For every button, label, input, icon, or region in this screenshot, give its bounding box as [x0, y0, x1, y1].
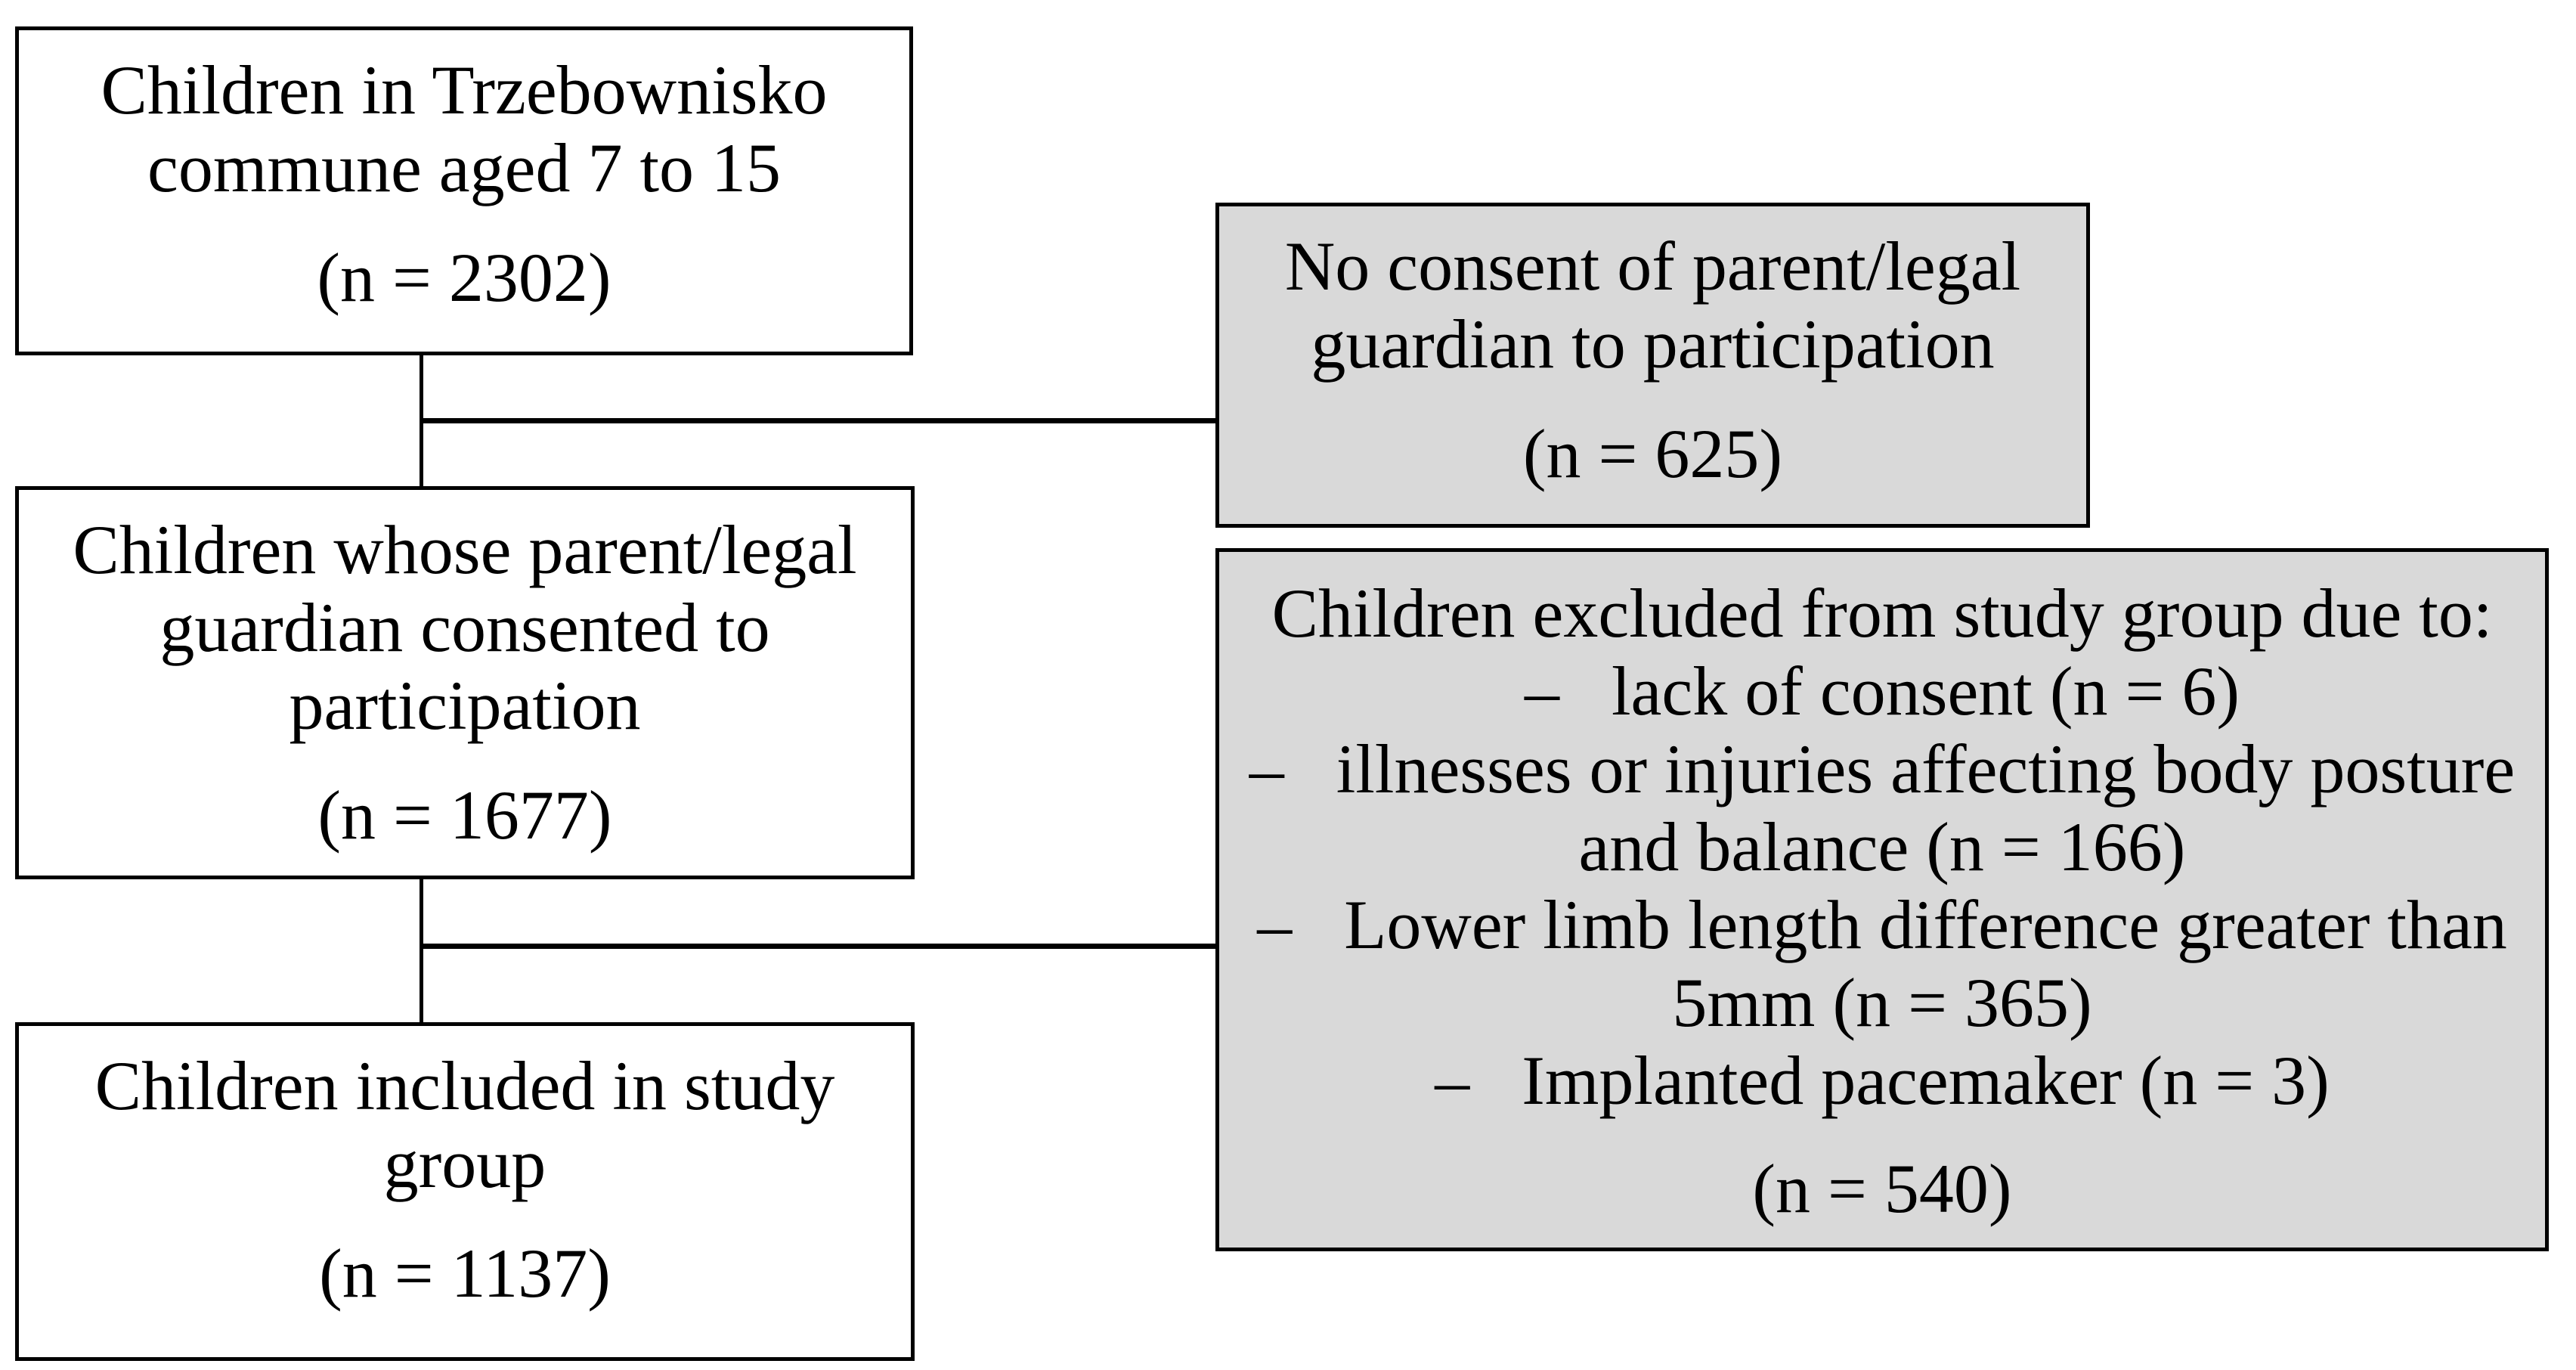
- sample-count: (n = 540): [1752, 1150, 2012, 1227]
- excluded-item-line: – Implanted pacemaker (n = 3): [1435, 1042, 2330, 1119]
- sample-count: (n = 2302): [317, 239, 611, 316]
- box-text-line: commune aged 7 to 15: [147, 129, 782, 206]
- box-text-line: group: [383, 1125, 546, 1202]
- excluded-item-wrap-line: and balance (n = 166): [1578, 808, 2186, 885]
- flow-box-population: Children in Trzebownisko commune aged 7 …: [15, 26, 913, 355]
- excluded-item-line: – lack of consent (n = 6): [1524, 652, 2240, 730]
- connector-vertical-consented-to-included: [420, 877, 423, 1025]
- box-text-line: guardian to participation: [1311, 305, 1995, 383]
- flow-box-included: Children included in study group (n = 11…: [15, 1022, 915, 1361]
- box-text-line: Children included in study: [94, 1047, 835, 1124]
- box-text-line: No consent of parent/legal: [1284, 228, 2021, 305]
- box-text-line: Children whose parent/legal: [73, 511, 857, 588]
- box-text-line: participation: [289, 667, 641, 744]
- box-title-line: Children excluded from study group due t…: [1271, 575, 2493, 652]
- connector-branch-to-excluded: [421, 944, 1215, 949]
- flow-box-excluded: Children excluded from study group due t…: [1215, 548, 2549, 1251]
- flow-box-consented: Children whose parent/legal guardian con…: [15, 486, 915, 879]
- flow-box-no-consent: No consent of parent/legal guardian to p…: [1215, 203, 2090, 528]
- excluded-item-wrap-line: 5mm (n = 365): [1672, 964, 2092, 1041]
- connector-branch-to-no-consent: [421, 418, 1215, 423]
- excluded-item-line: – illnesses or injuries affecting body p…: [1249, 730, 2516, 807]
- box-text-line: Children in Trzebownisko: [101, 51, 828, 129]
- excluded-item-line: – Lower limb length difference greater t…: [1257, 886, 2507, 963]
- sample-count: (n = 625): [1522, 415, 1783, 492]
- sample-count: (n = 1137): [319, 1235, 611, 1312]
- sample-count: (n = 1677): [317, 776, 612, 854]
- box-text-line: guardian consented to: [159, 589, 770, 666]
